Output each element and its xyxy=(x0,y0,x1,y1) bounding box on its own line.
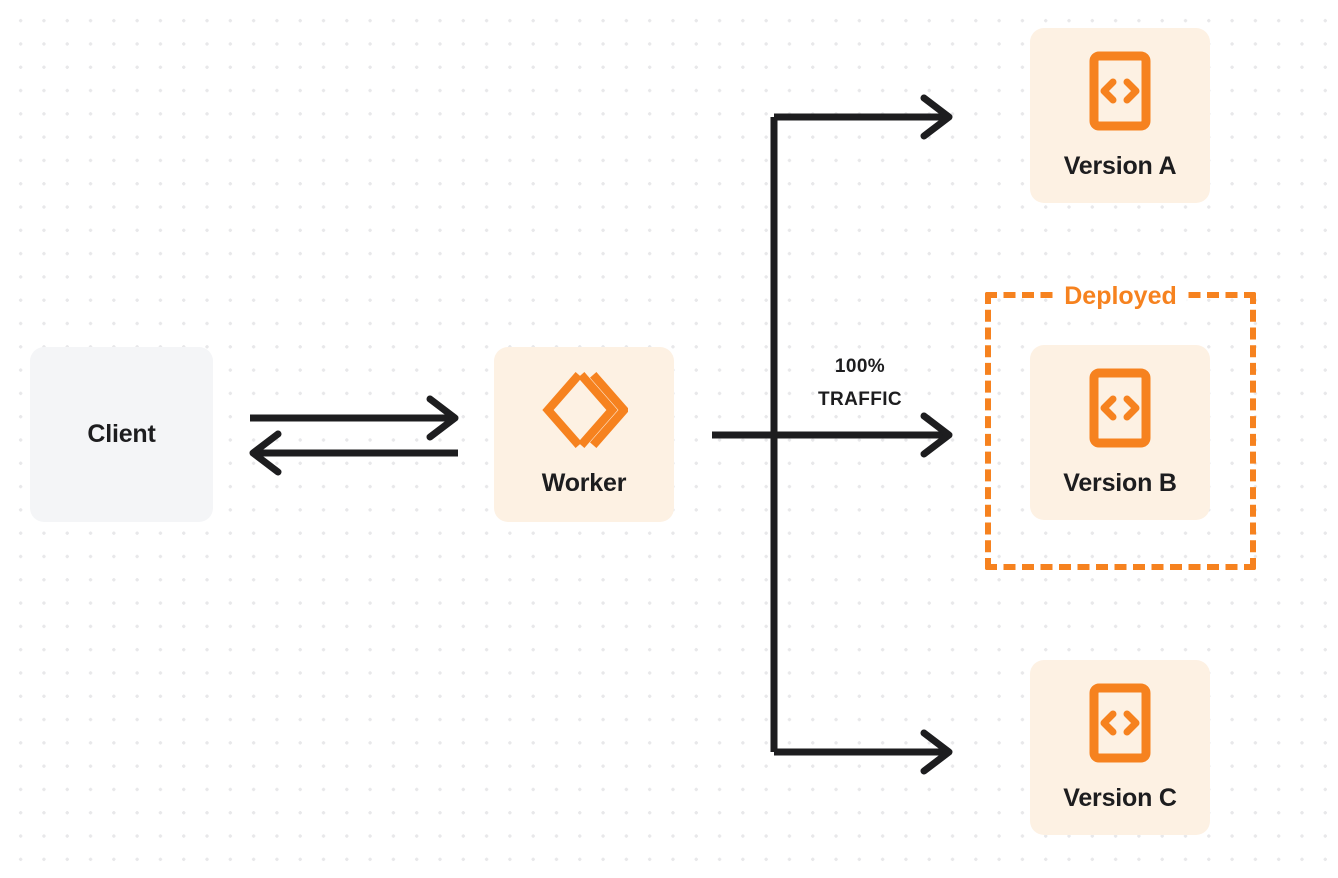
code-document-icon xyxy=(1089,683,1151,768)
deployed-group-label: Deployed xyxy=(1054,281,1187,311)
node-version-a[interactable]: Version A xyxy=(1030,28,1210,203)
deployed-group: Deployed xyxy=(985,281,1256,570)
node-version-b[interactable]: Version B xyxy=(1030,345,1210,520)
code-document-icon xyxy=(1089,51,1151,136)
node-worker[interactable]: Worker xyxy=(494,347,674,522)
worker-label: Worker xyxy=(541,468,627,497)
cloudflare-workers-logo-icon xyxy=(540,371,630,453)
client-label: Client xyxy=(87,420,156,448)
edge-worker-to-version-a xyxy=(774,94,953,140)
code-document-icon xyxy=(1089,368,1151,453)
version-c-label: Version C xyxy=(1063,783,1177,812)
node-client[interactable]: Client xyxy=(30,347,213,522)
version-b-label: Version B xyxy=(1063,468,1177,497)
node-version-c[interactable]: Version C xyxy=(1030,660,1210,835)
edge-worker-to-version-b xyxy=(774,412,953,458)
edge-client-to-worker xyxy=(250,395,459,441)
traffic-percent: 100% xyxy=(834,356,886,377)
version-a-label: Version A xyxy=(1063,151,1177,180)
edge-worker-to-client xyxy=(249,430,458,476)
traffic-unit: TRAFFIC xyxy=(817,389,903,410)
edge-worker-to-version-c xyxy=(774,729,953,775)
traffic-label: 100% TRAFFIC xyxy=(790,350,930,416)
